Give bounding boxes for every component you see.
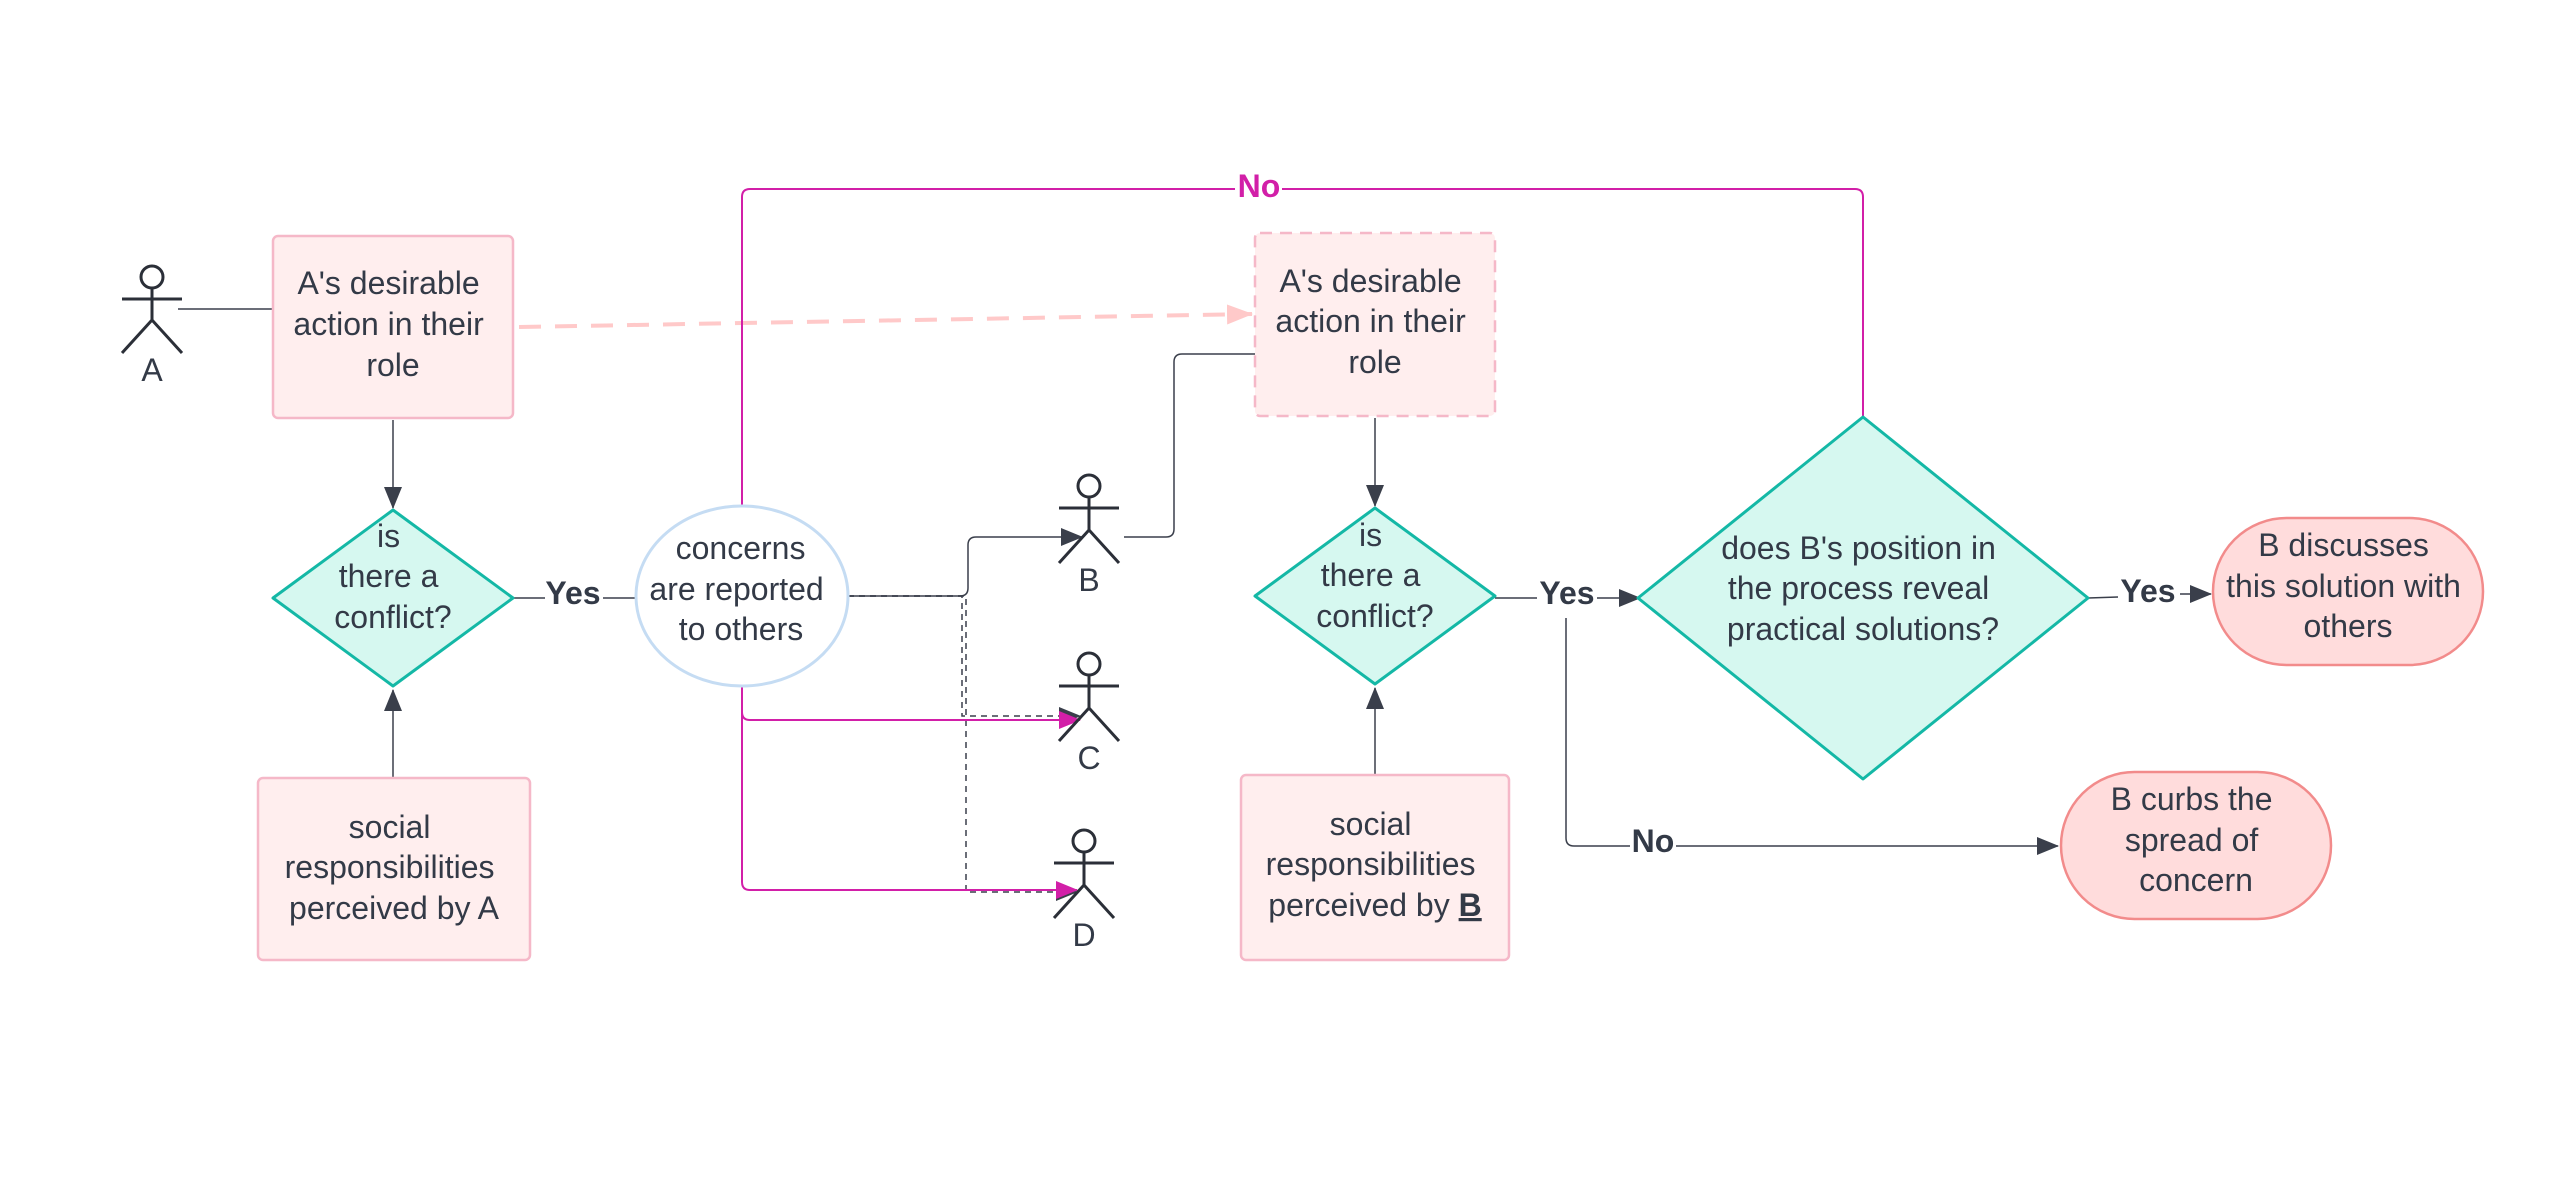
node-social-b-text: social responsibilities perceived by B xyxy=(1266,806,1485,923)
actor-d[interactable]: D xyxy=(1052,828,1116,953)
connector-concerns-to-d xyxy=(848,595,1078,901)
actor-a[interactable]: A xyxy=(120,264,184,388)
node-conflict-1-text: is there a conflict? xyxy=(334,518,451,635)
actor-c-label: C xyxy=(1077,740,1100,776)
node-position-decision-text: does B's position in the process reveal … xyxy=(1721,530,2005,647)
node-b-curbs[interactable]: B curbs the spread of concern xyxy=(2059,770,2333,921)
node-social-b[interactable]: social responsibilities perceived by B xyxy=(1239,773,1511,962)
connector-no-loop-top xyxy=(1282,188,1864,417)
node-concerns[interactable]: concerns are reported to others xyxy=(634,504,850,688)
edge-label-yes-3: Yes xyxy=(2120,573,2175,609)
node-conflict-2[interactable]: is there a conflict? xyxy=(1253,506,1497,686)
node-position-decision[interactable]: does B's position in the process reveal … xyxy=(1636,415,2090,781)
person-icon xyxy=(1057,651,1121,743)
actor-b[interactable]: B xyxy=(1057,473,1121,598)
edge-label-no-curbs: No xyxy=(1632,823,1675,859)
actor-c[interactable]: C xyxy=(1057,651,1121,776)
node-conflict-1[interactable]: is there a conflict? xyxy=(271,508,515,688)
connectors xyxy=(178,188,2212,901)
node-action-a[interactable]: A's desirable action in their role xyxy=(271,234,515,420)
node-action-a-text: A's desirable action in their role xyxy=(293,265,492,383)
node-action-a-copy-text: A's desirable action in their role xyxy=(1275,263,1474,380)
node-b-discusses[interactable]: B discusses this solution with others xyxy=(2211,516,2485,667)
node-action-a-copy[interactable]: A's desirable action in their role xyxy=(1253,231,1497,418)
actor-d-label: D xyxy=(1072,917,1095,953)
actor-a-label: A xyxy=(141,352,163,388)
node-b-curbs-text: B curbs the spread of concern xyxy=(2111,781,2282,898)
node-concerns-text: concerns are reported to others xyxy=(649,530,832,647)
edge-label-yes-1: Yes xyxy=(545,575,600,611)
node-social-a-text: social responsibilities perceived by A xyxy=(285,809,504,926)
connector-no-loop-to-d xyxy=(741,712,1078,899)
edge-labels: Yes Yes Yes No No xyxy=(545,168,2175,859)
connector-b-to-action-copy xyxy=(1124,353,1256,538)
node-social-a[interactable]: social responsibilities perceived by A xyxy=(256,776,532,962)
node-b-discusses-text: B discusses this solution with others xyxy=(2226,527,2470,644)
person-icon xyxy=(1052,828,1116,920)
edge-label-yes-2: Yes xyxy=(1539,575,1594,611)
connector-position-yes xyxy=(2087,596,2119,599)
connector-concerns-to-c xyxy=(848,595,1081,725)
connector-yes-to-curbs xyxy=(1565,618,1630,847)
person-icon xyxy=(120,264,184,355)
node-conflict-2-text: is there a conflict? xyxy=(1316,517,1433,634)
actor-b-label: B xyxy=(1078,562,1099,598)
connector-no-loop-to-c xyxy=(741,188,1235,729)
person-icon xyxy=(1057,473,1121,565)
connector-action-a-to-action-copy xyxy=(518,304,1253,329)
connector-concerns-to-b xyxy=(848,528,1083,597)
edge-label-no-loop: No xyxy=(1238,168,1281,204)
